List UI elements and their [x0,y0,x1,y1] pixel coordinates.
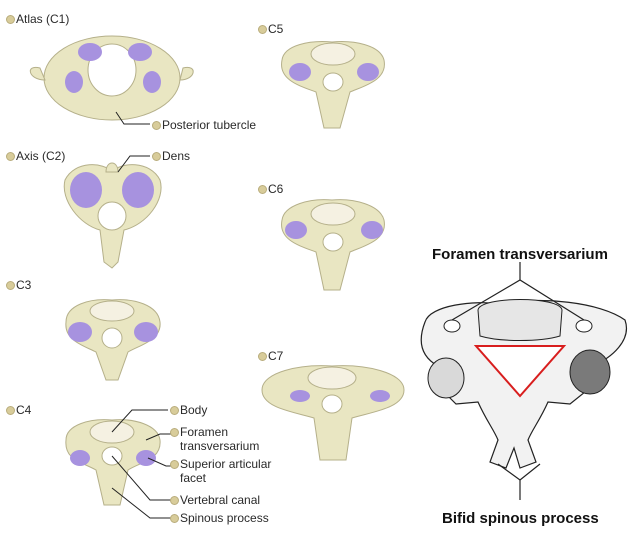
label-c4: C4 [16,403,32,417]
label-marker [258,352,267,361]
c3-facet [68,322,92,342]
label-body: Body [180,403,208,417]
label-marker [6,152,15,161]
label-marker [170,428,179,437]
c4-facet [136,450,156,466]
label-marker [170,406,179,415]
label-posterior-tubercle: Posterior tubercle [162,118,257,132]
axis-vertebra [63,162,162,269]
c6-facet [361,221,383,239]
label-axis: Axis (C2) [16,149,66,163]
foramen-right [575,319,593,333]
c6-vertebra [281,199,385,291]
label-marker [170,496,179,505]
label-dens: Dens [162,149,191,163]
axis-facet [122,172,154,208]
label-foramen-transversarium-line2: transversarium [180,439,260,453]
c6-facet [285,221,307,239]
label-marker [152,121,161,130]
atlas-facet [78,43,102,61]
label-marker [6,15,15,24]
atlas-facet [128,43,152,61]
label-c7: C7 [268,349,284,363]
label-foramen-transversarium-line1: Foramen [180,425,229,439]
label-c5: C5 [268,22,284,36]
label-vertebral-canal: Vertebral canal [180,493,261,507]
label-marker [258,185,267,194]
leader-lines [111,111,172,519]
label-c3: C3 [16,278,32,292]
label-superior-articular-facet-line1: Superior articular [180,457,272,471]
label-marker [152,152,161,161]
c5-facet [289,63,311,81]
label-superior-articular-facet-line2: facet [180,471,207,485]
c7-vertebra [261,365,405,461]
label-marker [170,514,179,523]
c3-vertebra [65,299,161,381]
label-marker [6,281,15,290]
c4-vertebra [65,419,161,506]
label-marker [258,25,267,34]
foramen-left [443,319,461,333]
c5-vertebra [281,41,385,129]
axis-facet [70,172,102,208]
c7-facet [290,390,310,402]
label-c6: C6 [268,182,284,196]
label-bifid-spinous-process: Bifid spinous process [442,510,599,527]
c3-facet [134,322,158,342]
atlas-facet [65,71,83,93]
atlas-facet [143,71,161,93]
c7-sketch [420,262,627,500]
c5-facet [357,63,379,81]
vertebral-canal-triangle [473,345,567,398]
label-atlas: Atlas (C1) [16,12,70,26]
atlas-vertebra [30,35,194,121]
label-marker [6,406,15,415]
label-spinous-process: Spinous process [180,511,269,525]
label-marker [170,460,179,469]
label-foramen-transversarium-sketch: Foramen transversarium [432,246,608,263]
c7-facet [370,390,390,402]
c4-facet [70,450,90,466]
